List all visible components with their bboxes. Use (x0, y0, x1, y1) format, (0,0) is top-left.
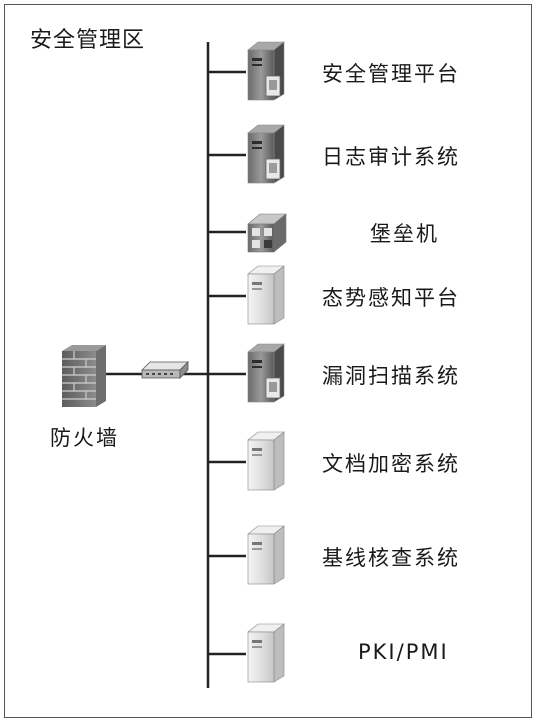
firewall-label: 防火墙 (50, 426, 119, 450)
light-server-icon (247, 265, 285, 325)
dark-server-icon (247, 41, 285, 101)
device-label: 日志审计系统 (322, 145, 460, 169)
device-label: PKI/PMI (358, 640, 449, 664)
diagram-frame (4, 4, 532, 718)
device-label: 文档加密系统 (322, 452, 460, 476)
dark-server-icon (247, 124, 285, 184)
light-server-icon (247, 525, 285, 585)
firewall-icon (62, 345, 106, 407)
light-server-icon (247, 431, 285, 491)
dark-server-icon (247, 343, 285, 403)
switch-icon (141, 361, 189, 379)
device-label: 堡垒机 (370, 222, 439, 246)
device-label: 基线核查系统 (322, 546, 460, 570)
device-label: 态势感知平台 (322, 286, 460, 310)
light-server-icon (247, 623, 285, 683)
device-label: 漏洞扫描系统 (322, 364, 460, 388)
bastion-host-icon (247, 213, 287, 253)
zone-title: 安全管理区 (30, 28, 146, 53)
device-label: 安全管理平台 (322, 62, 460, 86)
